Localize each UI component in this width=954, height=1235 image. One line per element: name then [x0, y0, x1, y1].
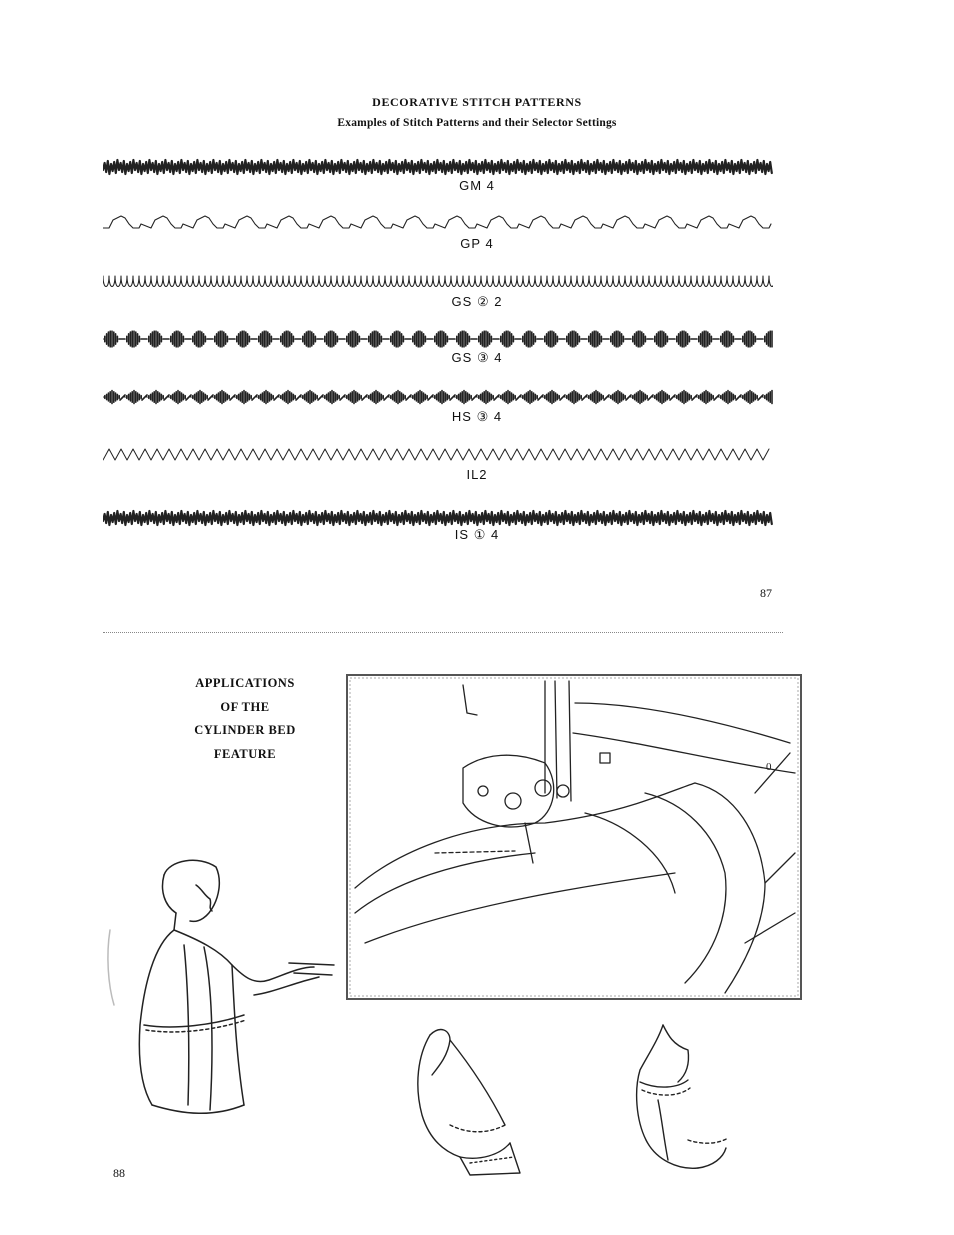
page-subtitle: Examples of Stitch Patterns and their Se… — [337, 117, 617, 129]
stitch-setting-label: IL2 — [466, 467, 488, 482]
applications-heading: APPLICATIONS OF THE CYLINDER BED FEATURE — [160, 672, 330, 766]
page-number-top: 87 — [760, 586, 772, 600]
sewing-machine-illustration: 0 — [346, 674, 802, 1000]
stitch-pattern-gp — [103, 215, 772, 229]
stitch-pattern-il2 — [103, 448, 770, 461]
stitch-pattern-gm — [103, 158, 773, 176]
sleeve-illustration-right — [635, 1024, 729, 1169]
applications-line: FEATURE — [213, 746, 277, 761]
stitch-setting-label: GP 4 — [460, 236, 494, 251]
stitch-pattern-gs2 — [103, 275, 773, 288]
applications-line: APPLICATIONS — [195, 676, 295, 690]
stitch-setting-label: GS ② 2 — [451, 294, 503, 309]
applications-line: OF THE — [220, 699, 270, 714]
stitch-setting-label: HS ③ 4 — [451, 409, 503, 424]
woman-jacket-illustration — [107, 859, 335, 1114]
page-divider — [103, 632, 783, 633]
page-title: DECORATIVE STITCH PATTERNS — [372, 95, 582, 109]
stitch-setting-label: IS ① 4 — [454, 527, 500, 542]
stitch-pattern-hs3 — [103, 389, 773, 405]
applications-line: CYLINDER BED — [194, 723, 296, 737]
stitch-pattern-gs3 — [103, 330, 773, 348]
stitch-setting-label: GS ③ 4 — [451, 350, 503, 365]
stitch-setting-label: GM 4 — [459, 178, 495, 193]
page-number-bottom: 88 — [113, 1166, 125, 1180]
dial-label: 0 — [766, 761, 772, 773]
sleeve-illustration-left — [417, 1028, 521, 1176]
stitch-pattern-is1 — [103, 509, 773, 527]
